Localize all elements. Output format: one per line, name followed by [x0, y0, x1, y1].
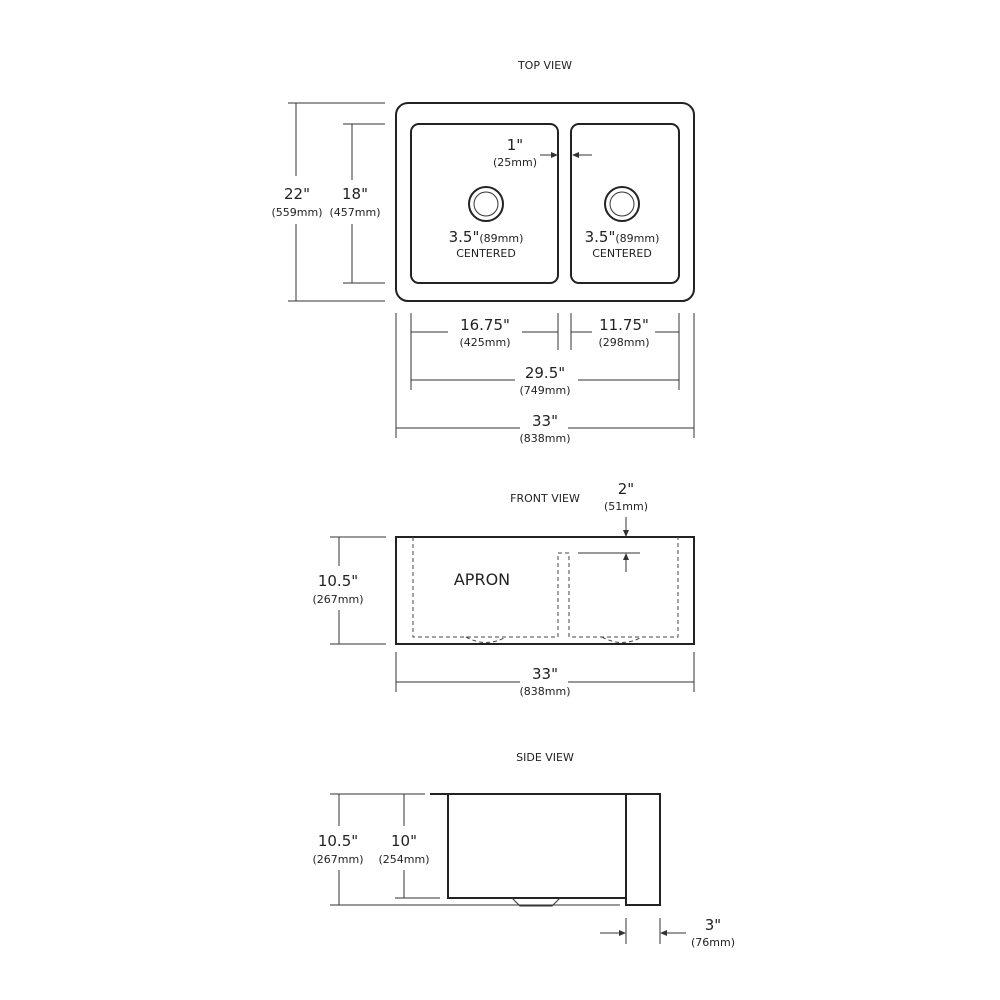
front-rim-dimension — [578, 517, 640, 572]
drain-right-label: 3.5"(89mm) — [585, 228, 660, 246]
inner-width-mm: (749mm) — [519, 384, 570, 397]
top-height-inner-in: 18" — [342, 185, 368, 203]
side-apron-dimension — [600, 918, 686, 944]
front-height-mm: (267mm) — [312, 593, 363, 606]
side-height-inner-in: 10" — [391, 832, 417, 850]
front-height-in: 10.5" — [318, 572, 358, 590]
top-view-title: TOP VIEW — [517, 59, 572, 72]
apron-label: APRON — [454, 570, 510, 589]
front-width-in: 33" — [532, 665, 558, 683]
inner-width-in: 29.5" — [525, 364, 565, 382]
side-height-dimensions — [330, 793, 620, 906]
front-sink-outline — [395, 536, 695, 645]
left-bowl-width-in: 16.75" — [460, 316, 510, 334]
left-bowl-width-mm: (425mm) — [459, 336, 510, 349]
top-sink-outline — [395, 102, 695, 302]
front-width-mm: (838mm) — [519, 685, 570, 698]
divider-in: 1" — [507, 136, 523, 154]
side-drain-icon — [511, 897, 561, 907]
top-right-bowl — [570, 123, 680, 284]
side-apron-profile — [625, 793, 661, 906]
side-height-inner-mm: (254mm) — [378, 853, 429, 866]
drain-left-label: 3.5"(89mm) — [449, 228, 524, 246]
top-right-drain-icon — [604, 186, 640, 222]
top-height-outer-in: 22" — [284, 185, 310, 203]
top-left-bowl — [410, 123, 559, 284]
top-height-dimensions — [288, 102, 385, 302]
side-view-drawing — [430, 793, 661, 907]
side-bowl-profile — [447, 794, 627, 899]
right-bowl-width-mm: (298mm) — [598, 336, 649, 349]
side-apron-in: 3" — [705, 916, 721, 934]
front-rim-mm: (51mm) — [604, 500, 648, 513]
front-hidden-bowls — [412, 537, 679, 638]
front-view-drawing — [395, 536, 695, 645]
outer-width-mm: (838mm) — [519, 432, 570, 445]
side-height-outer-mm: (267mm) — [312, 853, 363, 866]
top-left-drain-icon — [468, 186, 504, 222]
side-view-title: SIDE VIEW — [516, 751, 574, 764]
side-height-outer-in: 10.5" — [318, 832, 358, 850]
divider-dimension — [540, 152, 592, 158]
drain-right-note: CENTERED — [592, 247, 652, 260]
front-rim-in: 2" — [618, 480, 634, 498]
top-width-dimensions — [395, 313, 695, 438]
top-view-drawing — [395, 102, 695, 302]
right-bowl-width-in: 11.75" — [599, 316, 649, 334]
outer-width-in: 33" — [532, 412, 558, 430]
front-width-dimension — [395, 652, 695, 692]
top-height-inner-mm: (457mm) — [329, 206, 380, 219]
divider-mm: (25mm) — [493, 156, 537, 169]
drain-left-note: CENTERED — [456, 247, 516, 260]
top-height-outer-mm: (559mm) — [271, 206, 322, 219]
side-apron-mm: (76mm) — [691, 936, 735, 949]
front-view-title: FRONT VIEW — [510, 492, 580, 505]
front-height-dimension — [330, 536, 386, 645]
